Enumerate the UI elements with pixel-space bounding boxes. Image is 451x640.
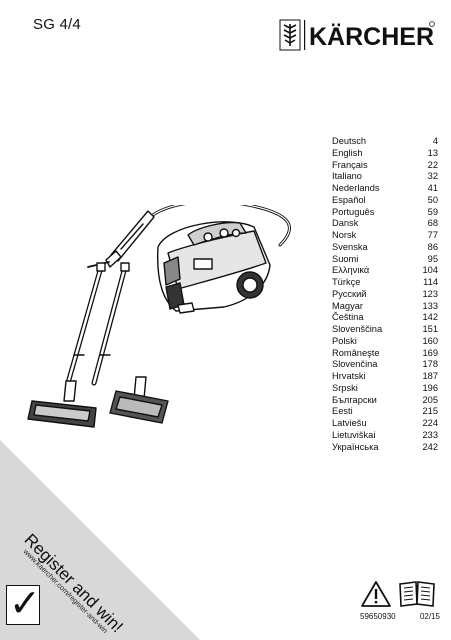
language-row[interactable]: Български 205	[332, 395, 438, 407]
model-title: SG 4/4	[33, 16, 81, 33]
language-name: Nederlands	[332, 183, 380, 193]
language-row[interactable]: Español 50	[332, 195, 438, 207]
language-name: English	[332, 147, 363, 158]
language-row[interactable]: Deutsch 4	[332, 136, 438, 148]
date-code: 02/15	[419, 612, 440, 621]
language-row[interactable]: Türkçe 114	[332, 277, 438, 289]
language-name: Norsk	[332, 230, 357, 240]
language-name: Deutsch	[332, 136, 367, 146]
language-page: 95	[427, 253, 438, 264]
language-row[interactable]: Eesti 215	[332, 406, 438, 418]
language-row[interactable]: Čeština 142	[332, 312, 438, 324]
language-page: 32	[427, 171, 438, 182]
language-name: Svenska	[332, 241, 368, 252]
language-name: Eesti	[332, 406, 353, 417]
language-page: 59	[427, 206, 438, 217]
footer-codes: 59650930 02/15	[360, 612, 440, 621]
language-page: 233	[422, 429, 438, 440]
language-page: 86	[427, 241, 438, 252]
language-name: Dansk	[332, 218, 359, 229]
language-name: Latviešu	[332, 418, 367, 428]
language-page: 187	[422, 371, 438, 381]
warning-triangle-icon	[361, 581, 391, 607]
language-row[interactable]: Nederlands 41	[332, 183, 438, 195]
language-name: Slovenčina	[332, 359, 378, 370]
corner-triangle	[0, 440, 200, 640]
language-name: Magyar	[332, 300, 364, 311]
language-row[interactable]: Suomi 95	[332, 254, 438, 266]
register-corner-band	[0, 440, 200, 640]
language-row[interactable]: Português 59	[332, 207, 438, 219]
checkmark-icon: ✓	[9, 581, 41, 625]
checkbox-frame	[6, 585, 40, 625]
language-row[interactable]: Italiano 32	[332, 171, 438, 183]
language-page: 104	[422, 265, 438, 276]
language-row[interactable]: Norsk 77	[332, 230, 438, 242]
language-row[interactable]: Svenska 86	[332, 242, 438, 254]
language-name: Français	[332, 159, 368, 170]
language-row[interactable]: English 13	[332, 148, 438, 160]
language-name: Ελληνικά	[332, 265, 370, 276]
language-page: 22	[427, 159, 438, 170]
language-page: 224	[422, 418, 438, 428]
language-page: 114	[423, 277, 438, 287]
language-row[interactable]: Hrvatski 187	[332, 371, 438, 383]
language-name: Italiano	[332, 171, 362, 182]
language-row[interactable]: Srpski 196	[332, 383, 438, 395]
language-page: 68	[427, 218, 438, 229]
wheat-emblem-icon	[279, 19, 301, 51]
language-page: 133	[422, 300, 438, 311]
language-name: Български	[332, 394, 377, 405]
language-page: 50	[427, 194, 438, 205]
language-name: Русский	[332, 288, 367, 299]
language-page: 77	[427, 230, 438, 240]
language-name: Čeština	[332, 312, 364, 323]
language-name: Hrvatski	[332, 371, 366, 381]
language-row[interactable]: Româneşte 169	[332, 348, 438, 360]
language-name: Slovenščina	[332, 324, 383, 334]
language-page: 205	[422, 394, 438, 405]
language-page: 160	[422, 335, 438, 346]
language-row[interactable]: Lietuviškai 233	[332, 430, 438, 442]
language-row[interactable]: Slovenščina 151	[332, 324, 438, 336]
language-name: Türkçe	[332, 277, 361, 287]
language-row[interactable]: Русский 123	[332, 289, 438, 301]
language-page: 178	[422, 359, 438, 370]
language-name: Lietuviškai	[332, 429, 376, 440]
language-row[interactable]: Magyar 133	[332, 301, 438, 313]
language-row[interactable]: Latviešu 224	[332, 418, 438, 430]
language-page: 142	[422, 312, 438, 323]
language-page: 242	[422, 441, 438, 452]
language-page: 41	[427, 183, 438, 193]
language-row[interactable]: Українська 242	[332, 442, 438, 454]
language-name: Srpski	[332, 382, 358, 393]
open-manual-icon	[399, 581, 435, 607]
language-page: 13	[427, 147, 438, 158]
language-page: 151	[422, 324, 438, 334]
language-page: 169	[422, 347, 438, 358]
language-name: Polski	[332, 335, 357, 346]
language-name: Româneşte	[332, 347, 380, 358]
document-number: 59650930	[360, 612, 396, 621]
language-page: 123	[422, 288, 438, 299]
language-page: 196	[422, 382, 438, 393]
language-row[interactable]: Polski 160	[332, 336, 438, 348]
language-page: 215	[422, 406, 438, 417]
brand-logo: KÄRCHER	[278, 18, 436, 52]
language-row[interactable]: Ελληνικά 104	[332, 265, 438, 277]
language-row[interactable]: Slovenčina 178	[332, 359, 438, 371]
language-name: Suomi	[332, 253, 359, 264]
language-row[interactable]: Dansk 68	[332, 218, 438, 230]
steam-cleaner-illustration	[27, 205, 291, 428]
language-page: 4	[432, 136, 438, 146]
brand-wordmark: KÄRCHER	[309, 23, 434, 51]
language-name: Українська	[332, 441, 379, 452]
language-name: Português	[332, 206, 375, 217]
language-row[interactable]: Français 22	[332, 160, 438, 172]
language-name: Español	[332, 194, 366, 205]
